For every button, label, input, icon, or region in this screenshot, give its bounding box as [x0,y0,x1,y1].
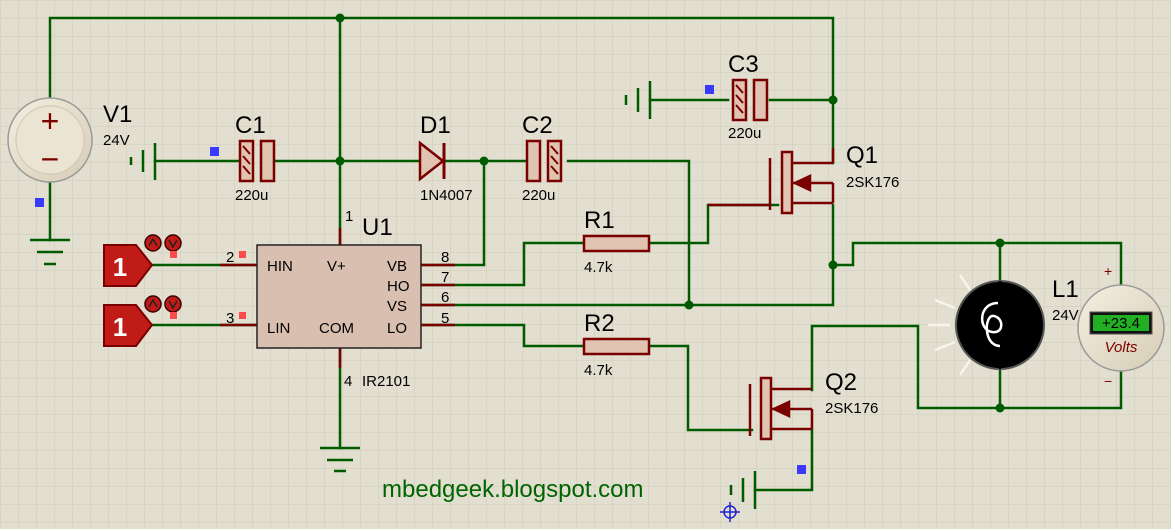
u1-pin-number-2: 2 [226,249,234,266]
ground-symbol-c3 [624,81,652,119]
voltage-source-v1[interactable]: + − [7,97,93,183]
logic-lin-value: 1 [113,312,127,342]
ground-symbol-c1 [129,143,157,180]
u1-pin-ho: HO [387,278,410,295]
u1-pin-vplus: V+ [327,258,346,275]
l1-value: 24V [1052,307,1079,324]
c2-label: C2 [522,112,553,139]
mosfet-q1[interactable] [708,148,835,215]
ground-symbol-u1 [320,446,360,473]
ic-u1-ir2101[interactable] [220,228,455,368]
junction-dots [335,13,1005,413]
r2-value: 4.7k [584,362,613,379]
u1-pin-hin: HIN [267,258,293,275]
footer-blog-url: mbedgeek.blogspot.com [382,476,644,503]
u1-pin-number-8: 8 [441,249,449,266]
capacitor-c3[interactable] [731,78,769,122]
capacitor-c2[interactable] [525,139,563,183]
logic-hin-toggle-buttons[interactable] [144,234,182,252]
v1-label: V1 [103,101,132,128]
logic-hin-value: 1 [113,252,127,282]
d1-value: 1N4007 [420,187,473,204]
l1-label: L1 [1052,276,1079,303]
u1-pin-number-4: 4 [344,373,352,390]
mosfet-q2[interactable] [748,376,814,441]
probe-markers [35,85,806,474]
v1-plus-sign: + [41,103,60,139]
u1-pin-lin: LIN [267,320,290,337]
capacitor-c1[interactable] [238,139,276,183]
voltmeter-reading: +23.4 [1102,315,1140,332]
voltmeter-units: Volts [1105,339,1138,356]
resistor-r2[interactable] [582,337,651,356]
r2-label: R2 [584,310,615,337]
u1-pin-number-6: 6 [441,289,449,306]
diode-d1[interactable] [418,140,446,182]
c1-value: 220u [235,187,268,204]
u1-pin-number-1: 1 [345,208,353,225]
origin-marker-icon [720,502,740,522]
lamp-l1[interactable] [928,274,1045,376]
c2-value: 220u [522,187,555,204]
r1-label: R1 [584,207,615,234]
u1-label: U1 [362,214,393,241]
q2-label: Q2 [825,369,857,396]
voltmeter-plus-terminal: + [1104,263,1112,279]
u1-pin-vb: VB [387,258,407,275]
v1-value: 24V [103,132,130,149]
r1-value: 4.7k [584,259,613,276]
q2-value: 2SK176 [825,400,878,417]
u1-part: IR2101 [362,373,410,390]
u1-pin-number-7: 7 [441,269,449,286]
q1-label: Q1 [846,142,878,169]
c3-value: 220u [728,125,761,142]
q1-value: 2SK176 [846,174,899,191]
u1-pin-com: COM [319,320,354,337]
resistor-r1[interactable] [582,234,651,253]
voltmeter[interactable]: +23.4 Volts [1077,284,1165,372]
c1-label: C1 [235,112,266,139]
v1-minus-sign: − [41,141,60,177]
u1-pin-number-3: 3 [226,310,234,327]
logic-state-hin[interactable]: 1 [103,244,154,287]
logic-state-lin[interactable]: 1 [103,304,154,347]
voltmeter-minus-terminal: − [1104,373,1112,389]
c3-label: C3 [728,51,759,78]
d1-label: D1 [420,112,451,139]
logic-lin-toggle-buttons[interactable] [144,295,182,313]
ground-symbol-v1 [30,238,70,266]
u1-pin-number-5: 5 [441,310,449,327]
wires [48,16,1123,492]
u1-pin-lo: LO [387,320,407,337]
ground-symbol-q2 [729,471,757,509]
u1-pin-vs: VS [387,298,407,315]
